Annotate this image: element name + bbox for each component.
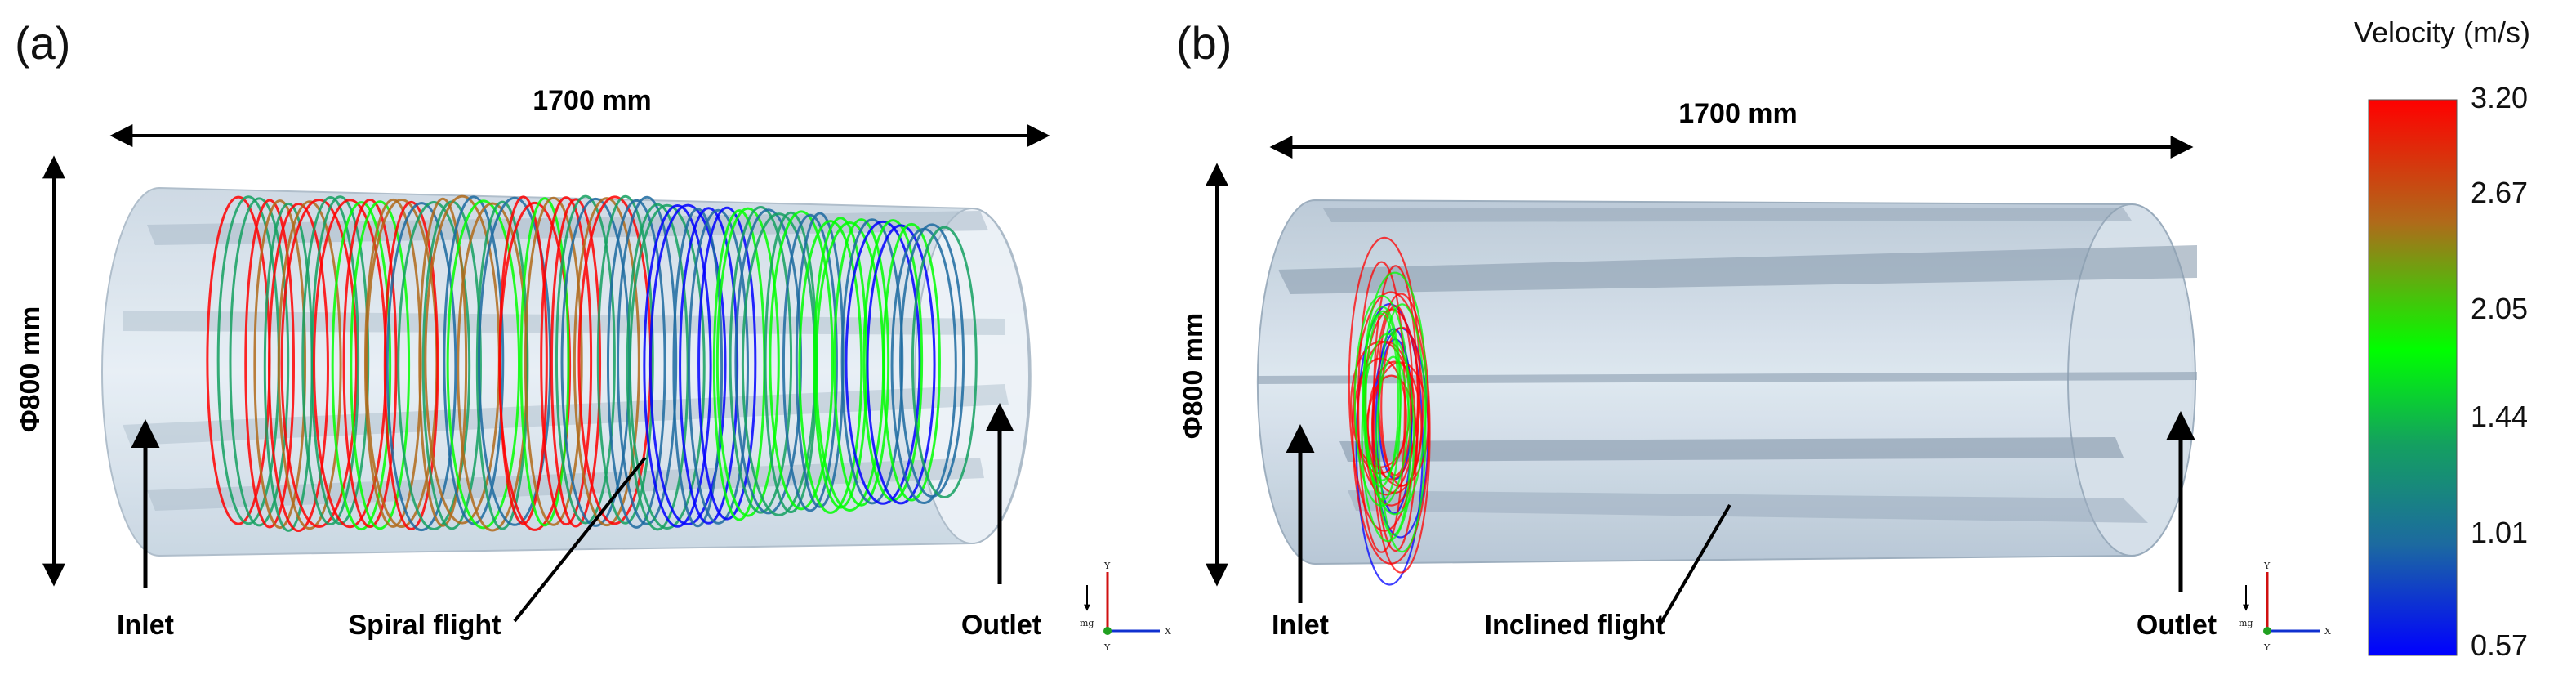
z-axis-label-b: Y bbox=[2263, 642, 2271, 653]
spiral-streamline bbox=[734, 208, 803, 515]
spiral-streamline bbox=[729, 206, 793, 514]
spiral-streamline bbox=[446, 199, 521, 530]
spiral-streamline bbox=[643, 203, 712, 528]
inlet-streamline bbox=[1350, 340, 1412, 468]
spiral-streamline bbox=[418, 197, 468, 527]
spiral-streamline bbox=[267, 203, 329, 533]
panel-b-outlet-label: Outlet bbox=[2137, 610, 2217, 641]
spiral-streamline bbox=[350, 200, 411, 530]
panel-a-axis-triad: mg Y X Y bbox=[1080, 561, 1171, 653]
panel-b-length-label: 1700 mm bbox=[1678, 98, 1798, 129]
panel-a-diameter-label: Φ800 mm bbox=[15, 306, 46, 433]
spiral-streamline bbox=[679, 207, 739, 525]
spiral-streamline bbox=[229, 197, 290, 527]
panel-a-outlet-label: Outlet bbox=[961, 610, 1041, 641]
panel-b-cylinder bbox=[1256, 199, 2197, 565]
panel-b-axis-triad: mg Y X Y bbox=[2239, 561, 2331, 653]
panel-b-diameter-label: Φ800 mm bbox=[1178, 313, 1209, 440]
panel-a-flight-label: Spiral flight bbox=[349, 610, 501, 641]
colorbar-tick-0: 3.20 bbox=[2471, 81, 2528, 114]
spiral-streamline bbox=[550, 198, 602, 528]
colorbar-tick-3: 1.44 bbox=[2471, 400, 2528, 433]
panel-b-label: (b) bbox=[1176, 17, 1232, 69]
spiral-streamline bbox=[798, 220, 863, 514]
spiral-streamline bbox=[911, 226, 978, 499]
spiral-streamline bbox=[882, 222, 941, 502]
spiral-streamline bbox=[555, 194, 616, 525]
spiral-streamline bbox=[688, 208, 750, 525]
z-axis-dot bbox=[1103, 627, 1112, 635]
spiral-streamline bbox=[628, 203, 706, 530]
x-axis-label: X bbox=[1165, 626, 1171, 637]
spiral-streamline bbox=[617, 195, 678, 525]
spiral-streamline bbox=[697, 206, 757, 521]
spiral-streamline bbox=[782, 213, 838, 512]
spiral-streamline bbox=[845, 220, 921, 505]
gravity-label: mg bbox=[1080, 618, 1094, 628]
spiral-streamline bbox=[606, 199, 666, 529]
colorbar-gradient bbox=[2368, 99, 2458, 656]
spiral-streamline bbox=[840, 218, 904, 505]
panel-a-streamlines bbox=[206, 194, 978, 533]
spiral-streamline bbox=[769, 210, 834, 511]
colorbar-title: Velocity (m/s) bbox=[2354, 16, 2530, 49]
spiral-streamline bbox=[477, 196, 552, 526]
colorbar-tick-2: 2.05 bbox=[2471, 292, 2528, 325]
panel-a: (a) 1700 mm Φ800 mm Inlet Spiral flight bbox=[15, 17, 1171, 653]
colorbar-tick-5: 0.57 bbox=[2471, 628, 2528, 662]
spiral-streamline bbox=[301, 196, 360, 526]
spiral-streamline bbox=[866, 224, 936, 505]
inlet-streamline bbox=[1377, 303, 1427, 553]
spiral-streamline bbox=[397, 200, 471, 530]
panel-b: (b) 1700 mm Φ800 mm Inlet Inclined fligh… bbox=[1176, 17, 2331, 653]
spiral-streamline bbox=[596, 194, 654, 525]
spiral-streamline bbox=[280, 198, 358, 528]
velocity-colorbar: Velocity (m/s) 3.20 2.67 2.05 1.44 1.01 … bbox=[2354, 16, 2530, 662]
spiral-streamline bbox=[833, 218, 890, 507]
inlet-streamline bbox=[1371, 293, 1431, 574]
spiral-streamline bbox=[342, 199, 398, 529]
spiral-streamline bbox=[899, 223, 965, 498]
spiral-streamline bbox=[540, 196, 593, 526]
panel-a-flight-leader bbox=[513, 456, 647, 623]
z-axis-label: Y bbox=[1103, 642, 1111, 653]
spiral-streamline bbox=[253, 199, 307, 530]
spiral-streamline bbox=[244, 199, 296, 529]
x-axis-label-b: X bbox=[2324, 626, 2331, 637]
panel-b-flight-label: Inclined flight bbox=[1485, 610, 1665, 641]
spiral-streamline bbox=[648, 203, 727, 526]
inlet-streamline bbox=[1375, 355, 1411, 536]
spiral-streamline bbox=[715, 207, 780, 517]
inlet-streamline bbox=[1372, 265, 1419, 552]
spiral-streamline bbox=[310, 195, 370, 525]
spiral-streamline bbox=[383, 200, 439, 530]
spiral-streamline bbox=[386, 202, 457, 532]
spiral-streamline bbox=[475, 200, 529, 530]
spiral-streamline bbox=[498, 201, 572, 531]
panel-a-length-label: 1700 mm bbox=[533, 85, 652, 116]
y-axis-label: Y bbox=[1103, 561, 1111, 571]
panel-b-flight-leader bbox=[1658, 503, 1731, 627]
spiral-streamline bbox=[277, 200, 342, 530]
spiral-streamline bbox=[573, 197, 640, 527]
z-axis-dot-b bbox=[2263, 627, 2271, 635]
inlet-streamline bbox=[1361, 333, 1415, 543]
spiral-streamline bbox=[519, 197, 570, 527]
spiral-streamline bbox=[672, 208, 724, 528]
colorbar-tick-4: 1.01 bbox=[2471, 516, 2528, 549]
spiral-streamline bbox=[524, 196, 583, 526]
spiral-streamline bbox=[331, 201, 392, 531]
gravity-label-b: mg bbox=[2239, 618, 2253, 628]
panel-a-label: (a) bbox=[15, 17, 70, 69]
panel-a-inlet-label: Inlet bbox=[117, 610, 174, 641]
panel-b-streamlines bbox=[1348, 236, 1431, 586]
y-axis-label-b: Y bbox=[2263, 561, 2271, 571]
panel-b-inlet-label: Inlet bbox=[1272, 610, 1329, 641]
colorbar-tick-1: 2.67 bbox=[2471, 176, 2528, 209]
